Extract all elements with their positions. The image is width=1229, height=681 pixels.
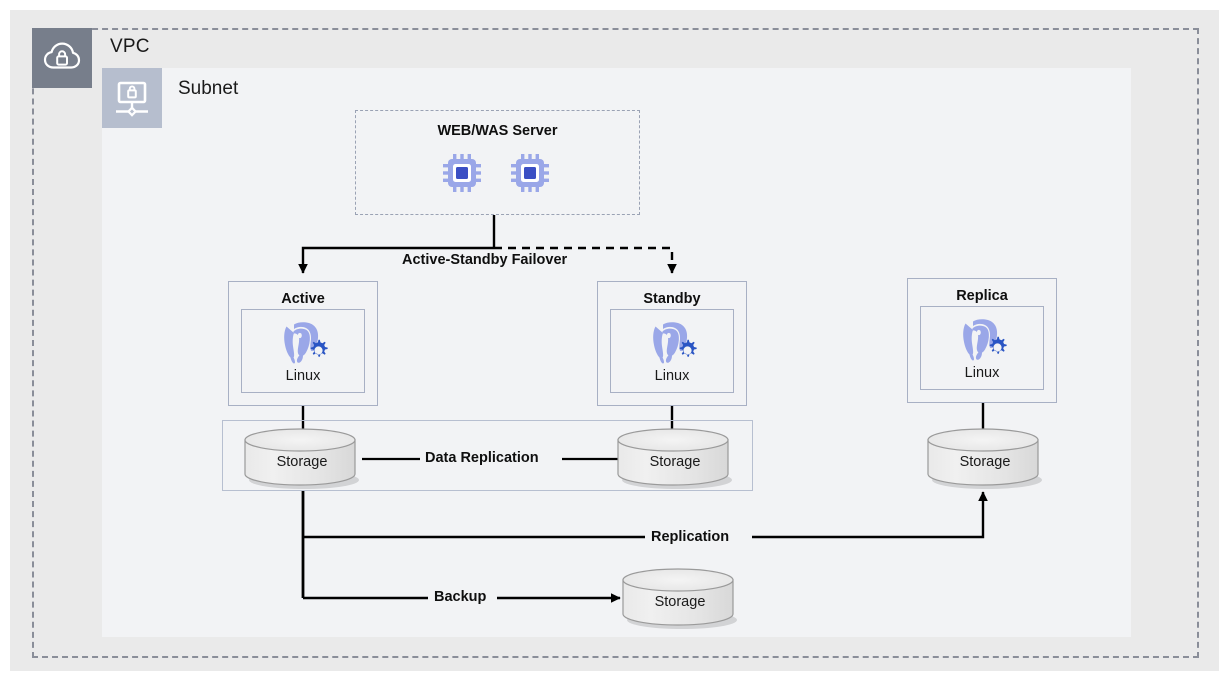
node-active-os: Linux [285, 368, 321, 384]
node-replica-os: Linux [964, 365, 1000, 381]
node-active[interactable]: Active Linux [228, 281, 378, 406]
node-replica-title: Replica [956, 288, 1008, 304]
web-was-group [355, 110, 640, 215]
vpc-label: VPC [110, 36, 150, 57]
storage-cylinder-replica[interactable]: Storage [925, 428, 1045, 490]
storage-cylinder-backup[interactable]: Storage [620, 568, 740, 630]
node-standby-inner: Linux [610, 309, 734, 393]
node-standby[interactable]: Standby Linux [597, 281, 747, 406]
cpu-chip-icon [441, 152, 483, 194]
connection-label-backup: Backup [428, 589, 493, 605]
connection-label-data-replication: Data Replication [420, 450, 544, 466]
cpu-chip-icon [509, 152, 551, 194]
connection-label-failover: Active-Standby Failover [402, 252, 568, 268]
vpc-container [32, 28, 1199, 658]
active-standby-storage-group [222, 420, 753, 491]
connection-label-replication: Replication [645, 529, 736, 545]
node-active-inner: Linux [241, 309, 365, 393]
postgresql-gear-icon [272, 318, 334, 368]
subnet-label: Subnet [178, 78, 239, 99]
postgresql-gear-icon [951, 315, 1013, 365]
cloud-lock-icon [32, 28, 92, 88]
node-standby-os: Linux [654, 368, 690, 384]
web-was-title: WEB/WAS Server [437, 123, 558, 139]
node-standby-title: Standby [643, 291, 701, 307]
storage-cylinder-active[interactable]: Storage [242, 428, 362, 490]
storage-cylinder-standby[interactable]: Storage [615, 428, 735, 490]
node-replica[interactable]: Replica Linux [907, 278, 1057, 403]
node-active-title: Active [281, 291, 325, 307]
postgresql-gear-icon [641, 318, 703, 368]
subnet-monitor-lock-icon [102, 68, 162, 128]
node-replica-inner: Linux [920, 306, 1044, 390]
